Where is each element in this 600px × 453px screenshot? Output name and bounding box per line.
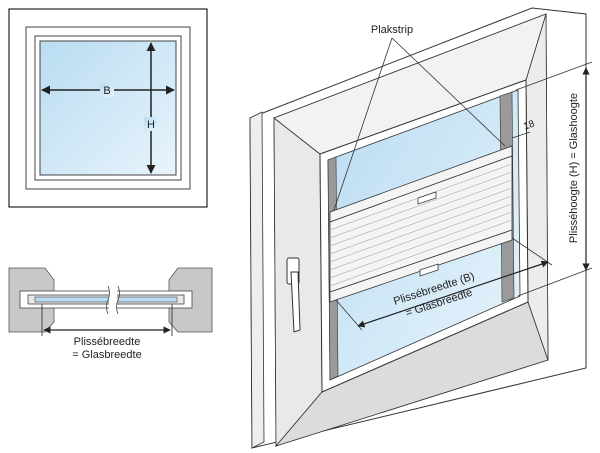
- offset-annotation: 18: [511, 118, 537, 139]
- section-width-label-2: = Glasbreedte: [72, 349, 141, 361]
- plakstrip-label: Plakstrip: [371, 24, 413, 36]
- break-line-left: [106, 285, 110, 315]
- width-label: B: [103, 85, 110, 97]
- break-gap: [109, 286, 117, 314]
- pleat-height-3d: Plisséhoogte (H) = Glashoogte: [515, 61, 593, 297]
- height-label: H: [147, 119, 155, 131]
- cross-section: Plissébreedte = Glasbreedte: [8, 267, 213, 361]
- pleat-width-ext-right: [511, 237, 553, 266]
- pleat-height-ext-top: [515, 61, 593, 91]
- offset-dim-line: [511, 131, 531, 139]
- window-3d: [249, 7, 587, 449]
- handle-lever: [290, 271, 301, 333]
- plakstrip-leader-right: [391, 37, 506, 147]
- frame-edge: [249, 111, 265, 449]
- pleat-width-arrow: [357, 260, 549, 328]
- height-label-bg: [144, 117, 158, 131]
- front-view-panel: B H: [8, 8, 208, 208]
- section-width-label-1: Plissébreedte: [74, 336, 141, 348]
- plakstrip-leader-left: [333, 37, 393, 211]
- window-glass: [39, 40, 177, 176]
- glass-section: [34, 296, 178, 303]
- offset-label: 18: [522, 118, 537, 132]
- plakstrip-annotation: Plakstrip: [333, 24, 506, 211]
- pleat-height-ext-bottom: [517, 267, 593, 297]
- top-grip: [417, 191, 437, 205]
- pleat-height-label: Plisséhoogte (H) = Glashoogte: [568, 93, 580, 243]
- break-line-right: [116, 285, 120, 315]
- width-label-bg: [100, 83, 114, 97]
